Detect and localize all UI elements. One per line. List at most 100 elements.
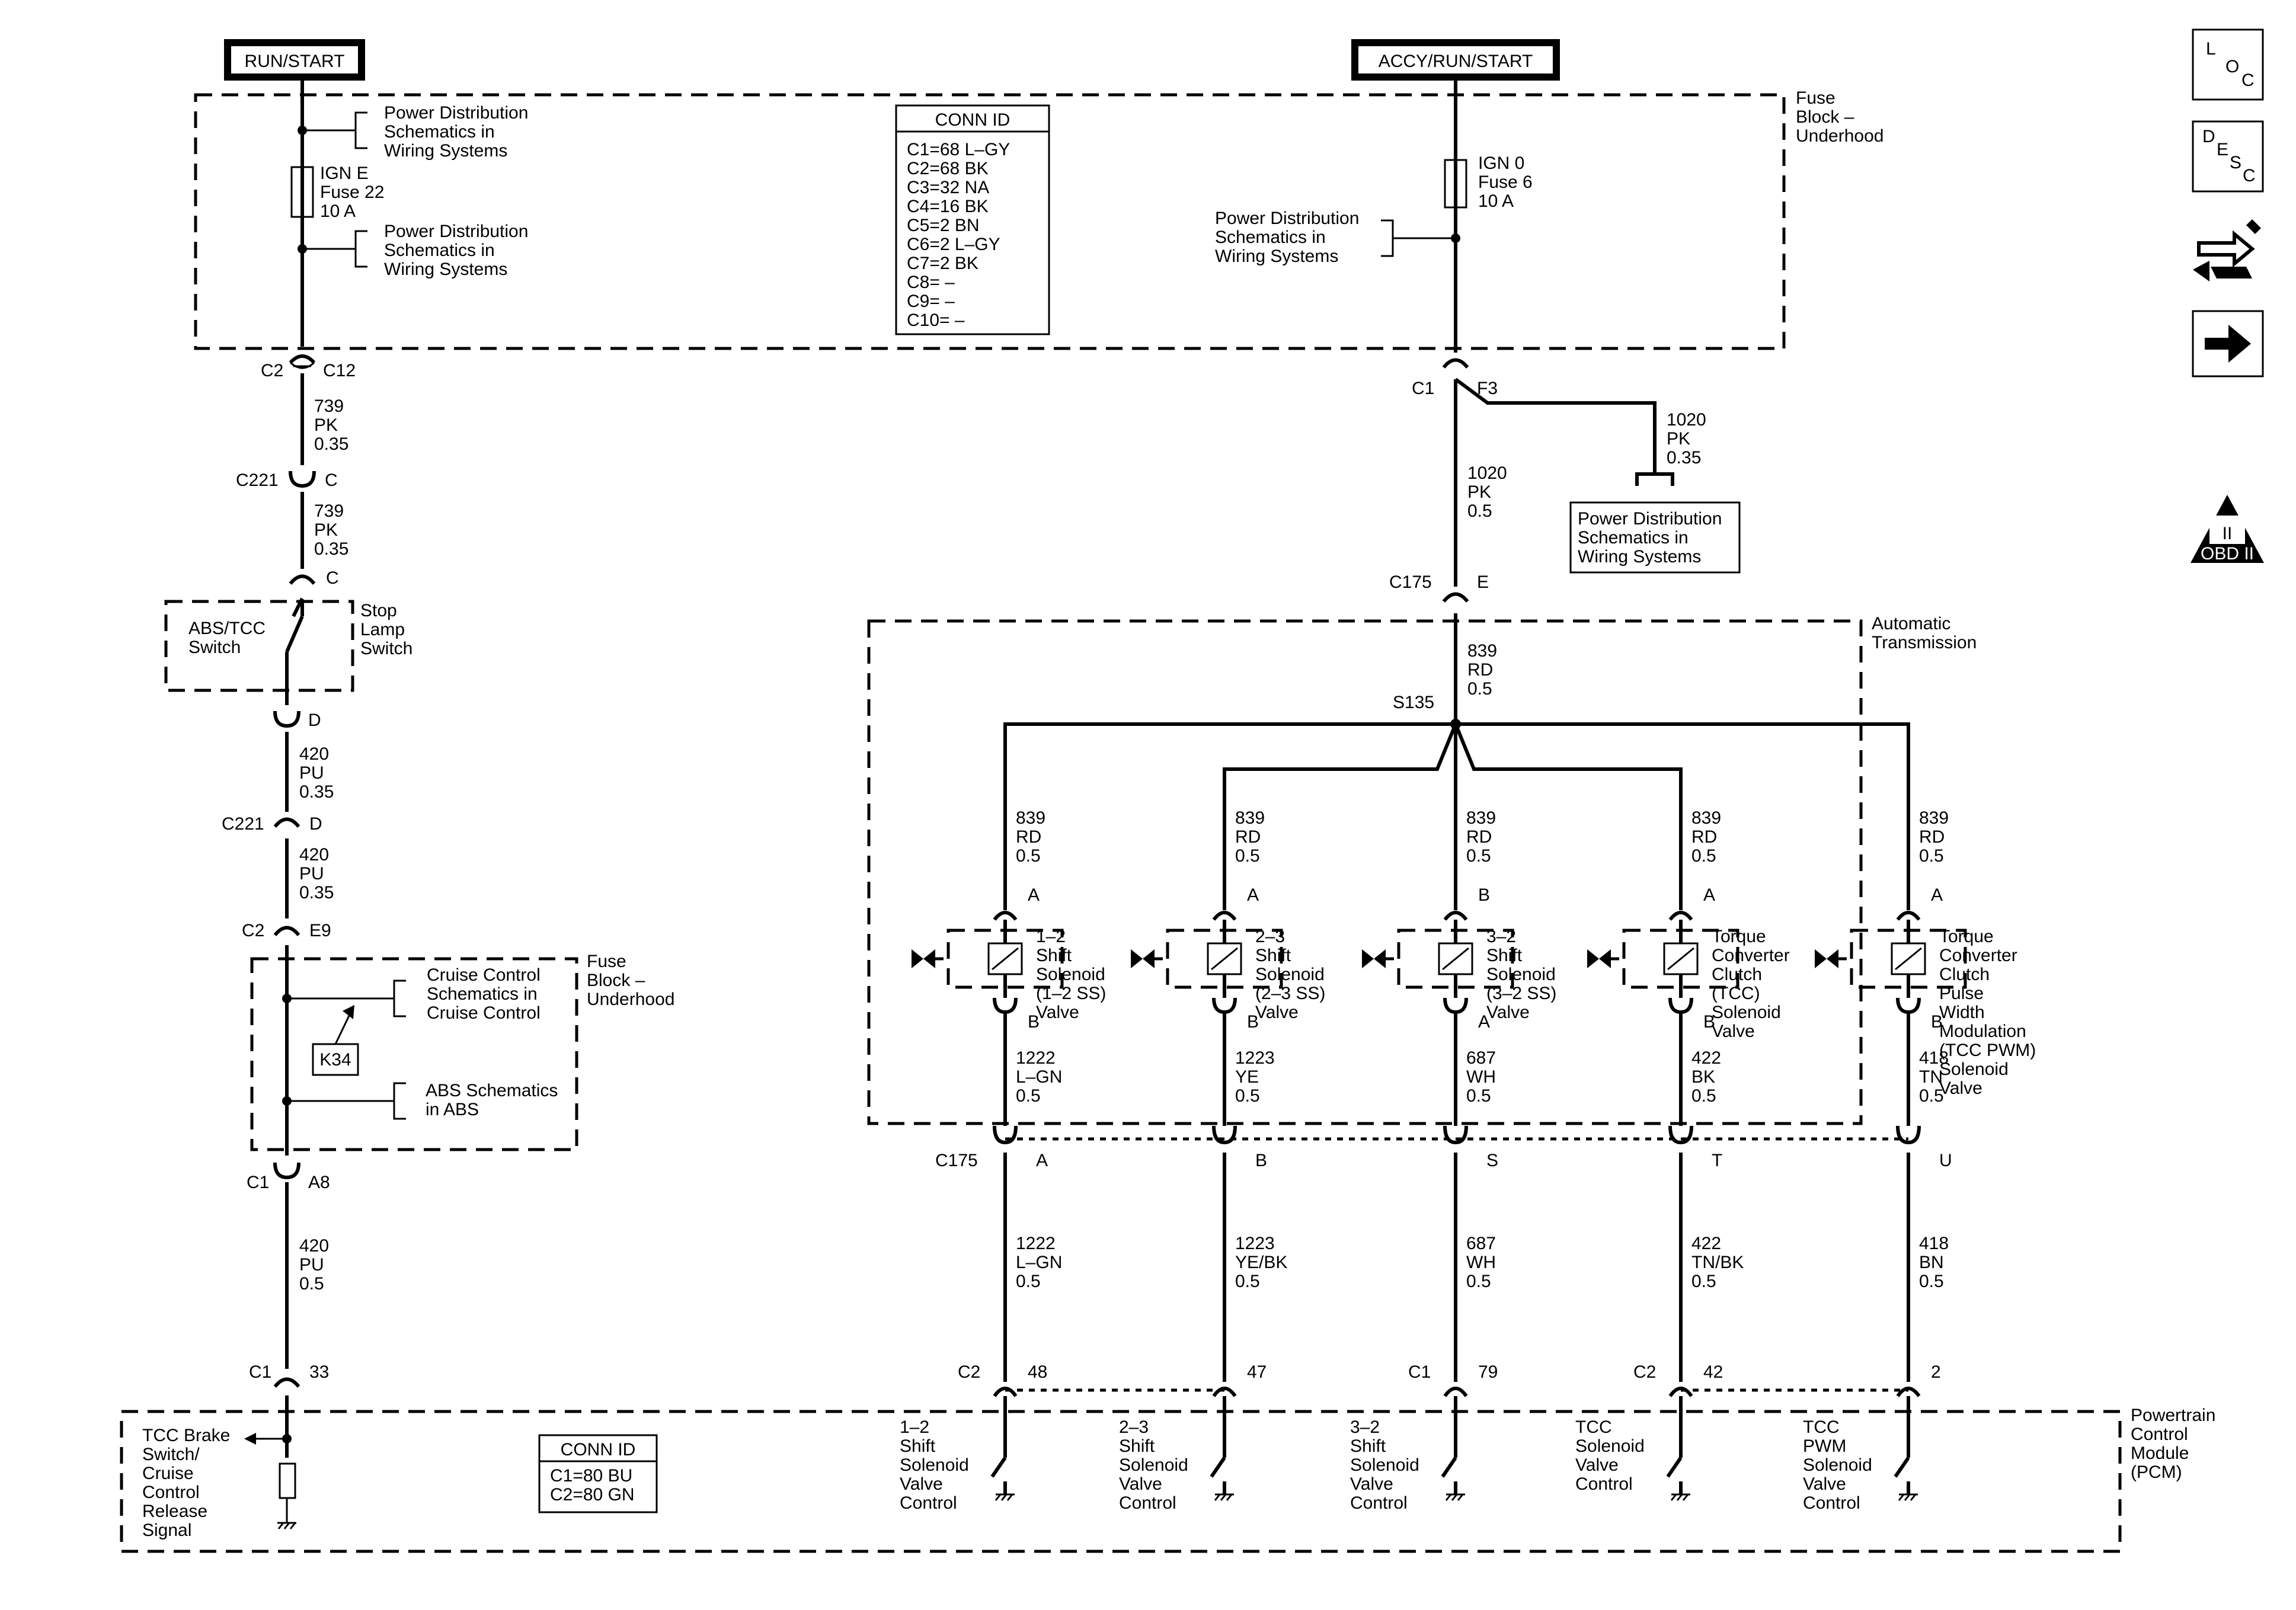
relay-k34: K34 [312,1005,359,1076]
solenoid-name: (TCC) [1712,984,1760,1003]
solenoid-top-wire-label: 0.5 [1466,846,1491,866]
harness-wire-label: 1222 [1016,1234,1056,1253]
solenoid-name: Torque [1712,927,1766,946]
harness-wire-label: 0.5 [1691,1272,1716,1291]
wire-739-a: 739 PK 0.35 [314,396,348,454]
conn-id-table-pcm: CONN ID C1=80 BU C2=80 GN [538,1434,658,1513]
harness-wire-label: 422 [1691,1234,1721,1253]
c175-pin: A [1036,1151,1048,1170]
pcm-control-label: Valve [900,1474,943,1494]
connector-c1-33: C1 33 [249,1362,329,1388]
svg-text:Underhood: Underhood [1796,126,1884,146]
automatic-transmission-label: Automatic Transmission [1872,614,1977,652]
svg-text:1020: 1020 [1467,463,1507,483]
harness-wire-label: WH [1466,1253,1496,1272]
svg-text:C6=2 L–GY: C6=2 L–GY [907,235,1000,254]
power-distribution-ref-2: Power Distribution Schematics in Wiring … [298,222,528,279]
svg-text:C1: C1 [249,1362,271,1382]
solenoid-name: Clutch [1939,965,1990,984]
solenoid-pin-top: A [1931,885,1943,905]
solenoid-name: Torque [1939,927,1994,946]
desc-icon[interactable]: D E S C [2192,120,2264,193]
svg-text:Signal: Signal [142,1521,191,1540]
solenoid-name: Valve [1255,1003,1299,1022]
solenoid-pin-bottom: B [1028,1012,1040,1032]
svg-text:33: 33 [309,1362,329,1382]
pcm-control-label: Solenoid [1575,1436,1645,1456]
svg-text:Schematics in: Schematics in [1578,528,1689,548]
svg-text:IGN 0: IGN 0 [1478,153,1524,173]
tcc-brake-signal: TCC Brake Switch/ Cruise Control Release… [142,1426,296,1540]
loc-icon[interactable]: L O C [2192,28,2264,101]
solenoid-top-wire-label: 0.5 [1691,846,1716,866]
pcm-control-label: Control [1119,1493,1176,1513]
svg-text:(PCM): (PCM) [2131,1462,2182,1482]
svg-text:0.35: 0.35 [299,883,334,902]
svg-text:O: O [2225,57,2239,76]
svg-text:Block –: Block – [1796,107,1854,127]
connector-c221-d: C221 D [222,814,322,834]
abs-ref: ABS Schematics in ABS [282,1081,558,1120]
power-distribution-ref-1: Power Distribution Schematics in Wiring … [298,103,528,161]
solenoid-name: Shift [1255,946,1291,965]
svg-text:Wiring Systems: Wiring Systems [384,260,507,279]
solenoid-name: 1–2 [1036,927,1066,946]
conn-id-table-top: CONN ID C1=68 L–GY C2=68 BK C3=32 NA C4=… [895,104,1050,335]
solenoid-pin-bottom: B [1931,1012,1943,1032]
splice-s135: S135 [1003,693,1910,818]
solenoid-name: Solenoid [1036,965,1105,984]
connector-tool-icon[interactable] [2193,219,2261,281]
svg-text:Wiring Systems: Wiring Systems [1215,247,1338,266]
svg-text:ABS Schematics: ABS Schematics [426,1081,558,1100]
svg-text:Cruise: Cruise [142,1464,194,1483]
svg-text:C4=16 BK: C4=16 BK [907,197,989,216]
pcm-control-label: Valve [1119,1474,1162,1494]
connector-c1-f3: C1 F3 [1412,358,1498,398]
solenoid-name: Solenoid [1939,1060,2009,1079]
solenoid-name: Pulse [1939,984,1984,1003]
solenoid-out-wire-label: 0.5 [1016,1086,1041,1106]
pcm-control-label: TCC [1803,1417,1840,1437]
fuse-ign-0: IGN 0 Fuse 6 10 A [1444,153,1533,211]
pcm-connector-label: C2 [958,1362,980,1382]
solenoid-top-wire-label: RD [1016,827,1041,847]
solenoid-out-wire-label: 687 [1466,1048,1496,1068]
wire-1020-main: 1020 PK 0.5 [1467,463,1507,521]
next-page-arrow-icon[interactable] [2192,310,2264,377]
svg-text:D: D [2202,127,2215,146]
solenoid-top-wire-label: 839 [1919,808,1949,828]
svg-text:C7=2 BK: C7=2 BK [907,254,978,273]
svg-text:Switch: Switch [188,638,241,657]
svg-text:Switch: Switch [360,639,412,658]
pcm-control-label: Shift [1119,1436,1155,1456]
connector-pin-d: D [273,710,321,730]
svg-text:F3: F3 [1477,379,1498,398]
obd-ii-icon: II OBD II [2191,495,2264,564]
solenoid-name: Modulation [1939,1022,2026,1041]
harness-wire-label: YE/BK [1235,1253,1287,1272]
svg-text:C12: C12 [323,361,356,380]
svg-text:PK: PK [314,520,338,540]
svg-text:Fuse: Fuse [587,952,626,971]
harness-wire-label: TN/BK [1691,1253,1744,1272]
c175-pin: S [1486,1151,1498,1170]
pcm-control-label: PWM [1803,1436,1846,1456]
svg-text:ABS/TCC: ABS/TCC [188,619,266,638]
svg-text:C8= –: C8= – [907,273,955,292]
connector-c175-e: C175 E [1389,572,1489,603]
svg-text:C3=32 NA: C3=32 NA [907,178,989,197]
solenoid-top-wire-label: 0.5 [1235,846,1260,866]
solenoid-name: Valve [1712,1022,1755,1041]
svg-text:Control: Control [142,1483,200,1502]
solenoid-name: (3–2 SS) [1486,984,1556,1003]
svg-text:PU: PU [299,763,324,783]
solenoid-name: Clutch [1712,965,1762,984]
svg-text:C: C [326,568,339,588]
pcm-control-label: Solenoid [900,1455,969,1475]
pcm-connector-label: C1 [1408,1362,1431,1382]
accy-run-start-label: ACCY/RUN/START [1351,39,1560,81]
pcm-pin: 48 [1028,1362,1047,1382]
svg-text:S135: S135 [1393,693,1434,712]
svg-text:CONN ID: CONN ID [561,1440,636,1459]
